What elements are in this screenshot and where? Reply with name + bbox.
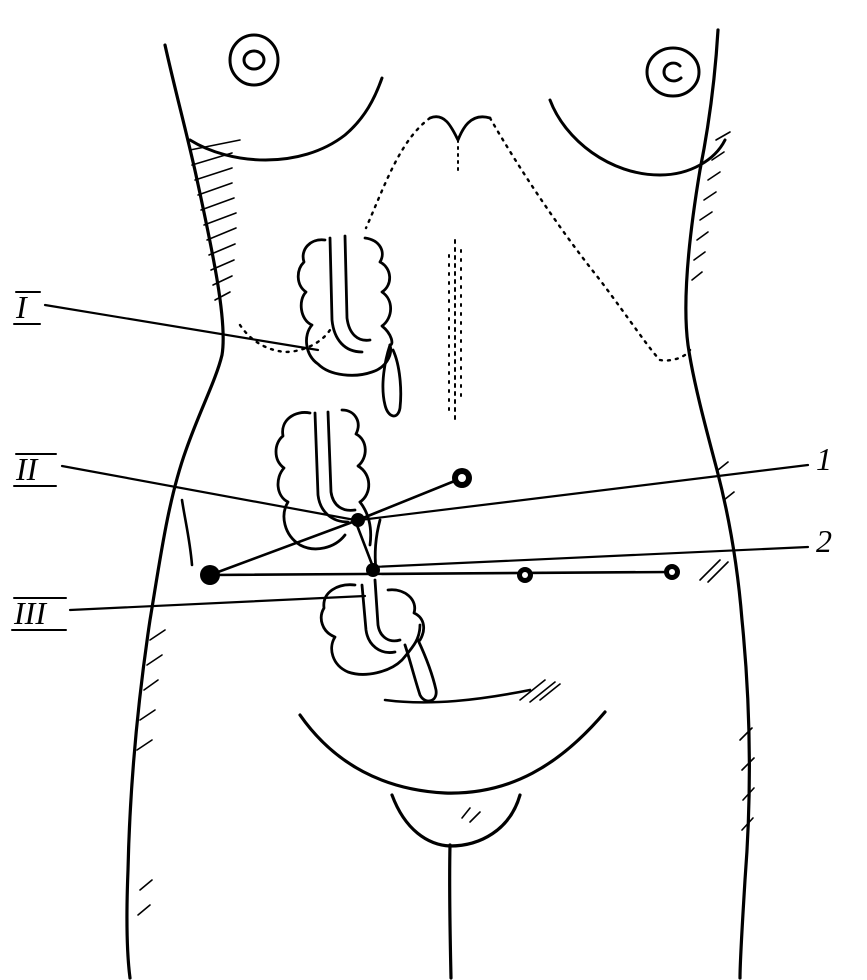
marker-point	[200, 565, 220, 585]
label-iii: III	[13, 595, 47, 631]
leader-lines	[43, 303, 810, 612]
marker-point	[522, 572, 528, 578]
label-2: 2	[816, 523, 832, 559]
bowel-loop-i	[296, 234, 403, 418]
torso-outline	[125, 28, 751, 980]
label-1: 1	[816, 441, 832, 477]
flank-hatching	[136, 131, 755, 916]
xiphoid	[428, 115, 492, 142]
marker-point	[366, 563, 380, 577]
linea-alba	[448, 139, 462, 421]
marker-point	[351, 513, 365, 527]
costal-margin-dotted	[238, 116, 692, 362]
label-ii: II	[15, 451, 39, 487]
marker-points	[200, 468, 680, 585]
marker-point	[669, 569, 675, 575]
label-i: I	[15, 289, 28, 325]
inguinal-lines	[180, 498, 532, 704]
bowel-loop-iii	[319, 578, 438, 703]
breasts	[188, 33, 727, 177]
marker-point	[458, 474, 466, 482]
callout-labels: I II III 1 2	[11, 289, 832, 631]
